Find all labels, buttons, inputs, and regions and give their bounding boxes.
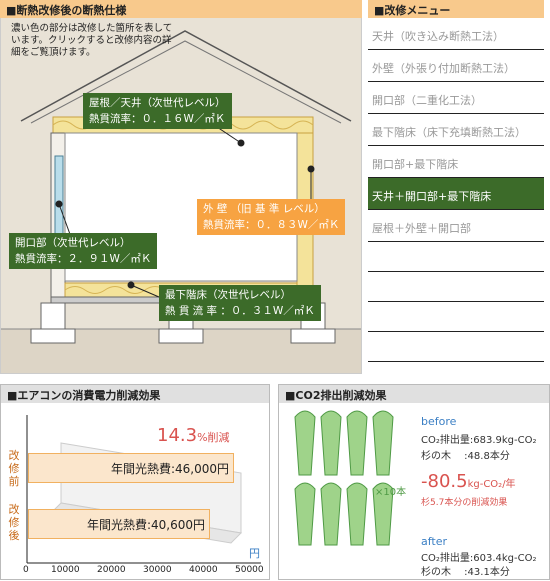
- co2-panel-title: ■CO2排出削減効果: [279, 385, 549, 403]
- after-heading: after: [421, 535, 448, 548]
- opening-callout-line1: 開口部（次世代レベル）: [15, 237, 131, 249]
- ac-reduction-value: 14.3: [157, 425, 198, 446]
- co2-panel: ■CO2排出削減効果 ×10本 before CO₂排出量:683.9kg-CO…: [278, 384, 550, 580]
- house-diagram-panel: 濃い色の部分は改修した箇所を表しています。クリックすると改修内容の詳細をご覧頂け…: [0, 0, 362, 374]
- axis-tick: 30000: [143, 565, 172, 575]
- opening-callout[interactable]: 開口部（次世代レベル） 熱貫流率：２．９１W／㎡Ｋ: [9, 233, 158, 269]
- menu-empty-row: [368, 302, 544, 332]
- cedar-trees-illustration: [294, 410, 394, 546]
- renovation-menu: ■改修メニュー 天井（吹き込み断熱工法） 外壁（外張り付加断熱工法） 開口部（二…: [368, 0, 544, 362]
- ac-reduction: 14.3%削減: [157, 425, 230, 446]
- after-emission: CO₂排出量:603.4kg-CO₂: [421, 553, 537, 564]
- before-trees: 杉の木 :48.8本分: [421, 451, 510, 462]
- floor-callout-line2: 熱 貫 流 率 ：０．３１W／㎡Ｋ: [165, 305, 315, 317]
- axis-tick: 20000: [97, 565, 126, 575]
- axis-tick: 50000: [235, 565, 264, 575]
- axis-tick: 40000: [189, 565, 218, 575]
- before-label: 改修前: [8, 449, 20, 488]
- ac-panel: ■エアコンの消費電力削減効果 14.3%削減 改修前 改修後 年間光熱費:46,…: [0, 384, 270, 580]
- menu-item-exterior-wall[interactable]: 外壁（外張り付加断熱工法）: [368, 50, 544, 82]
- floor-callout-line1: 最下階床（次世代レベル）: [165, 289, 291, 301]
- axis-tick: 10000: [51, 565, 80, 575]
- menu-empty-row: [368, 332, 544, 362]
- menu-item-ceiling-opening-floor[interactable]: 天井＋開口部+最下階床: [368, 178, 544, 210]
- wall-callout-line1: 外 壁 （旧 基 準 レベル）: [203, 203, 325, 215]
- menu-title: ■改修メニュー: [368, 0, 544, 18]
- co2-reduction-note: 杉5.7本分の削減効果: [421, 498, 508, 508]
- after-label: 改修後: [8, 503, 20, 542]
- before-cost-bar: 年間光熱費:46,000円: [28, 453, 234, 483]
- tree-multiplier: ×10本: [375, 487, 407, 498]
- co2-reduction-unit: kg-CO₂/年: [467, 479, 516, 490]
- menu-item-roof-wall-opening[interactable]: 屋根＋外壁＋開口部: [368, 210, 544, 242]
- menu-item-opening[interactable]: 開口部（二重化工法）: [368, 82, 544, 114]
- roof-callout-line2: 熱貫流率：０．１６W／㎡Ｋ: [89, 113, 226, 125]
- house-panel-title: ■断熱改修後の断熱仕様: [0, 0, 362, 18]
- menu-item-ceiling[interactable]: 天井（吹き込み断熱工法）: [368, 18, 544, 50]
- wall-callout-line2: 熱貫流率：０．８３W／㎡Ｋ: [203, 219, 340, 231]
- floor-callout[interactable]: 最下階床（次世代レベル） 熱 貫 流 率 ：０．３１W／㎡Ｋ: [159, 285, 321, 321]
- before-emission: CO₂排出量:683.9kg-CO₂: [421, 435, 537, 446]
- ac-reduction-suffix: %削減: [197, 431, 230, 444]
- roof-callout[interactable]: 屋根／天井（次世代レベル） 熱貫流率：０．１６W／㎡Ｋ: [83, 93, 232, 129]
- after-trees: 杉の木 :43.1本分: [421, 567, 510, 578]
- co2-reduction: -80.5kg-CO₂/年: [421, 471, 516, 492]
- menu-empty-row: [368, 272, 544, 302]
- house-note: 濃い色の部分は改修した箇所を表しています。クリックすると改修内容の詳細をご覧頂け…: [11, 23, 173, 58]
- ac-panel-title: ■エアコンの消費電力削減効果: [1, 385, 269, 403]
- ac-unit: 円: [249, 547, 260, 560]
- menu-item-opening-floor[interactable]: 開口部+最下階床: [368, 146, 544, 178]
- menu-empty-row: [368, 242, 544, 272]
- wall-callout[interactable]: 外 壁 （旧 基 準 レベル） 熱貫流率：０．８３W／㎡Ｋ: [197, 199, 346, 235]
- before-heading: before: [421, 415, 457, 428]
- roof-callout-line1: 屋根／天井（次世代レベル）: [89, 97, 226, 109]
- axis-tick: 0: [23, 565, 29, 575]
- menu-item-floor[interactable]: 最下階床（床下充填断熱工法）: [368, 114, 544, 146]
- co2-reduction-value: -80.5: [421, 471, 468, 492]
- opening-callout-line2: 熱貫流率：２．９１W／㎡Ｋ: [15, 253, 152, 265]
- after-cost-bar: 年間光熱費:40,600円: [28, 509, 210, 539]
